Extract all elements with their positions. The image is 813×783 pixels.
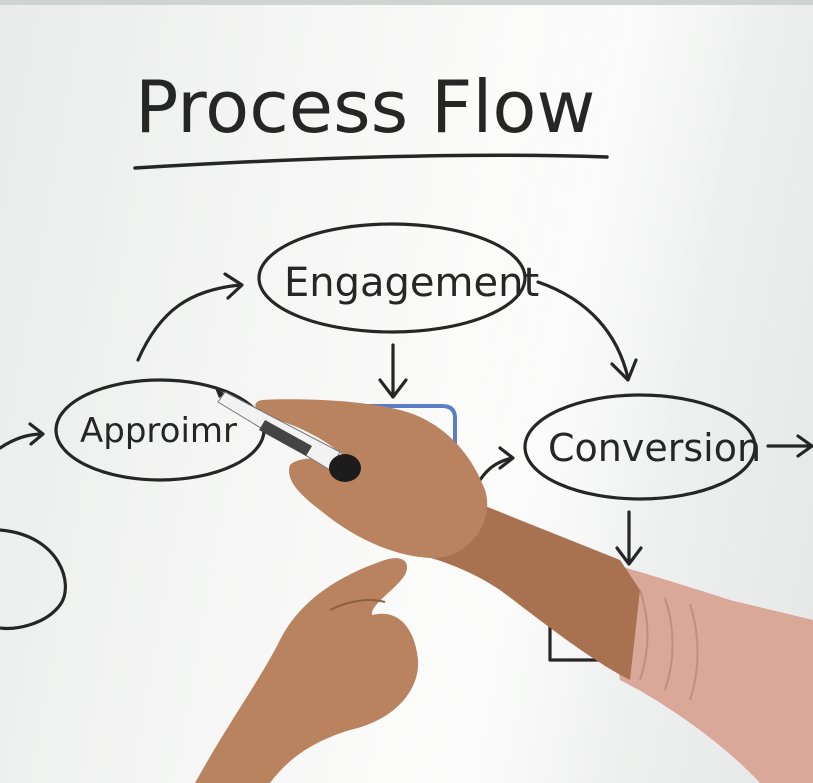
sleeve-rib — [639, 589, 649, 681]
knuckle-line — [329, 599, 386, 611]
box-fragment-bottom — [548, 618, 602, 662]
marker-cap — [329, 454, 361, 482]
sleeve-rib — [689, 603, 699, 701]
title-underline — [133, 153, 609, 170]
pointing-hand — [195, 558, 419, 783]
arrow-head — [796, 434, 813, 458]
arrow-head — [610, 358, 638, 382]
conversion-label: Conversion — [548, 426, 761, 470]
engagement-node — [257, 222, 527, 334]
marker-pen — [215, 388, 361, 482]
engagement-label: Engagement — [284, 260, 539, 306]
marker-label — [259, 420, 312, 456]
forearm — [420, 500, 640, 680]
arrow-head — [378, 378, 408, 399]
pointing-hand-shape — [195, 558, 419, 783]
arrow-head — [28, 422, 45, 446]
writing-hand — [255, 399, 488, 559]
arrow-head — [223, 272, 244, 300]
sleeve-rib — [664, 597, 674, 691]
arrow-head — [615, 546, 643, 566]
arrow-approimr-to-engagement — [136, 283, 242, 362]
conversion-node — [523, 393, 757, 501]
approimr-label: Approimr — [80, 411, 237, 451]
offscreen-node-left — [0, 528, 67, 630]
arrow-head — [498, 446, 515, 470]
board-frame-top — [0, 0, 813, 5]
arrow-into-approimr — [0, 432, 44, 450]
board-title: Process Flow — [135, 65, 595, 149]
arrow-engagement-to-conversion — [536, 280, 630, 380]
sweater-sleeve — [600, 560, 813, 783]
upper-arm — [255, 399, 813, 783]
